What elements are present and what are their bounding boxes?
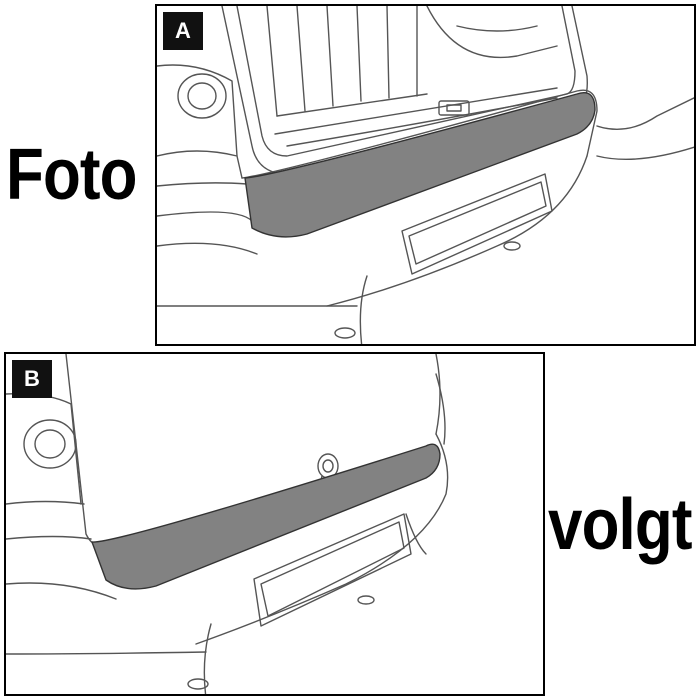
illustration-open-trunk	[157, 6, 694, 344]
panel-label-a: A	[163, 12, 203, 50]
license-plate-recess	[401, 173, 553, 275]
bumper-protector-highlight	[244, 92, 596, 238]
illustration-closed-trunk	[6, 354, 449, 694]
body-side-line	[157, 150, 243, 179]
tail-light	[23, 419, 77, 469]
bumper-protector-highlight	[91, 443, 441, 590]
caption-word-volgt: volgt	[548, 485, 692, 565]
license-plate-recess	[253, 513, 412, 627]
diagram-panel-a: A	[155, 4, 696, 346]
panel-label-b: B	[12, 360, 52, 398]
tailgate-edge-right	[435, 354, 441, 435]
diagram-panel-b: B	[4, 352, 545, 696]
caption-word-foto: Foto	[6, 135, 138, 215]
tailgate-edge-left	[65, 354, 97, 545]
trunk-latch	[438, 100, 470, 116]
tail-light	[177, 73, 227, 119]
